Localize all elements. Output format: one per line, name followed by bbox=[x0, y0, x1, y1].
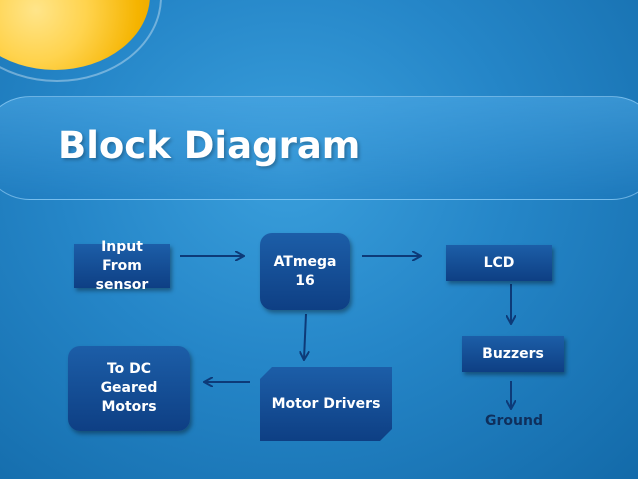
block-dc-label: To DC Geared Motors bbox=[100, 361, 158, 415]
block-motor-drivers: Motor Drivers bbox=[260, 367, 392, 441]
block-atmega-label: ATmega 16 bbox=[273, 253, 337, 289]
block-atmega16: ATmega 16 bbox=[260, 233, 350, 310]
slide-title: Block Diagram bbox=[58, 124, 361, 167]
ground-label: Ground bbox=[485, 413, 543, 429]
title-band bbox=[0, 96, 638, 200]
block-lcd: LCD bbox=[446, 245, 552, 281]
block-motor-label: Motor Drivers bbox=[271, 395, 381, 412]
block-input-from-sensor: Input From sensor bbox=[74, 239, 170, 293]
arrow-atmega-to-motor bbox=[304, 313, 306, 359]
block-buzzers-label: Buzzers bbox=[482, 345, 544, 362]
block-input-label: Input From sensor bbox=[95, 238, 149, 293]
block-lcd-label: LCD bbox=[483, 254, 515, 271]
block-buzzers: Buzzers bbox=[462, 336, 564, 372]
block-dc-geared-motors: To DC Geared Motors bbox=[68, 346, 190, 431]
